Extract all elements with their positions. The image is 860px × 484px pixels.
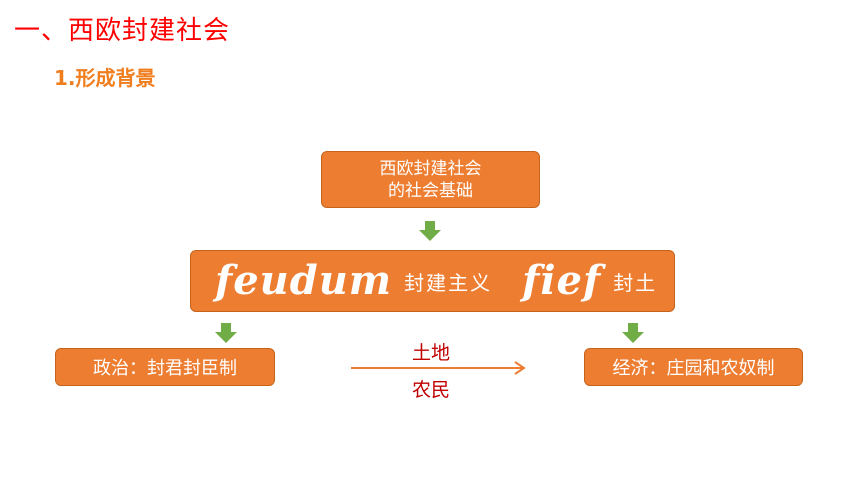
down-arrow-icon <box>622 323 644 343</box>
flow-label-peasants: 农民 <box>412 379 451 401</box>
economic-system-box: 经济：庄园和农奴制 <box>584 348 803 386</box>
social-foundation-line1: 西欧封建社会 <box>379 158 482 179</box>
term-feudalism-cn: 封建主义 <box>404 270 493 295</box>
flow-label-land: 土地 <box>412 342 451 364</box>
term-fief: fief <box>522 257 602 304</box>
term-feudum: feudum <box>215 257 393 304</box>
term-fief-cn: 封土 <box>613 270 658 295</box>
down-arrow-icon <box>215 323 237 343</box>
right-arrow-icon <box>351 361 526 375</box>
page-heading: 一、西欧封建社会 <box>14 16 231 46</box>
social-foundation-box: 西欧封建社会 的社会基础 <box>321 151 540 208</box>
social-foundation-line2: 的社会基础 <box>388 180 473 201</box>
political-system-box: 政治：封君封臣制 <box>55 348 275 386</box>
feudalism-terms-box: feudum 封建主义 fief 封土 <box>190 250 675 312</box>
down-arrow-icon <box>419 221 441 241</box>
section-subheading: 1.形成背景 <box>54 66 156 90</box>
